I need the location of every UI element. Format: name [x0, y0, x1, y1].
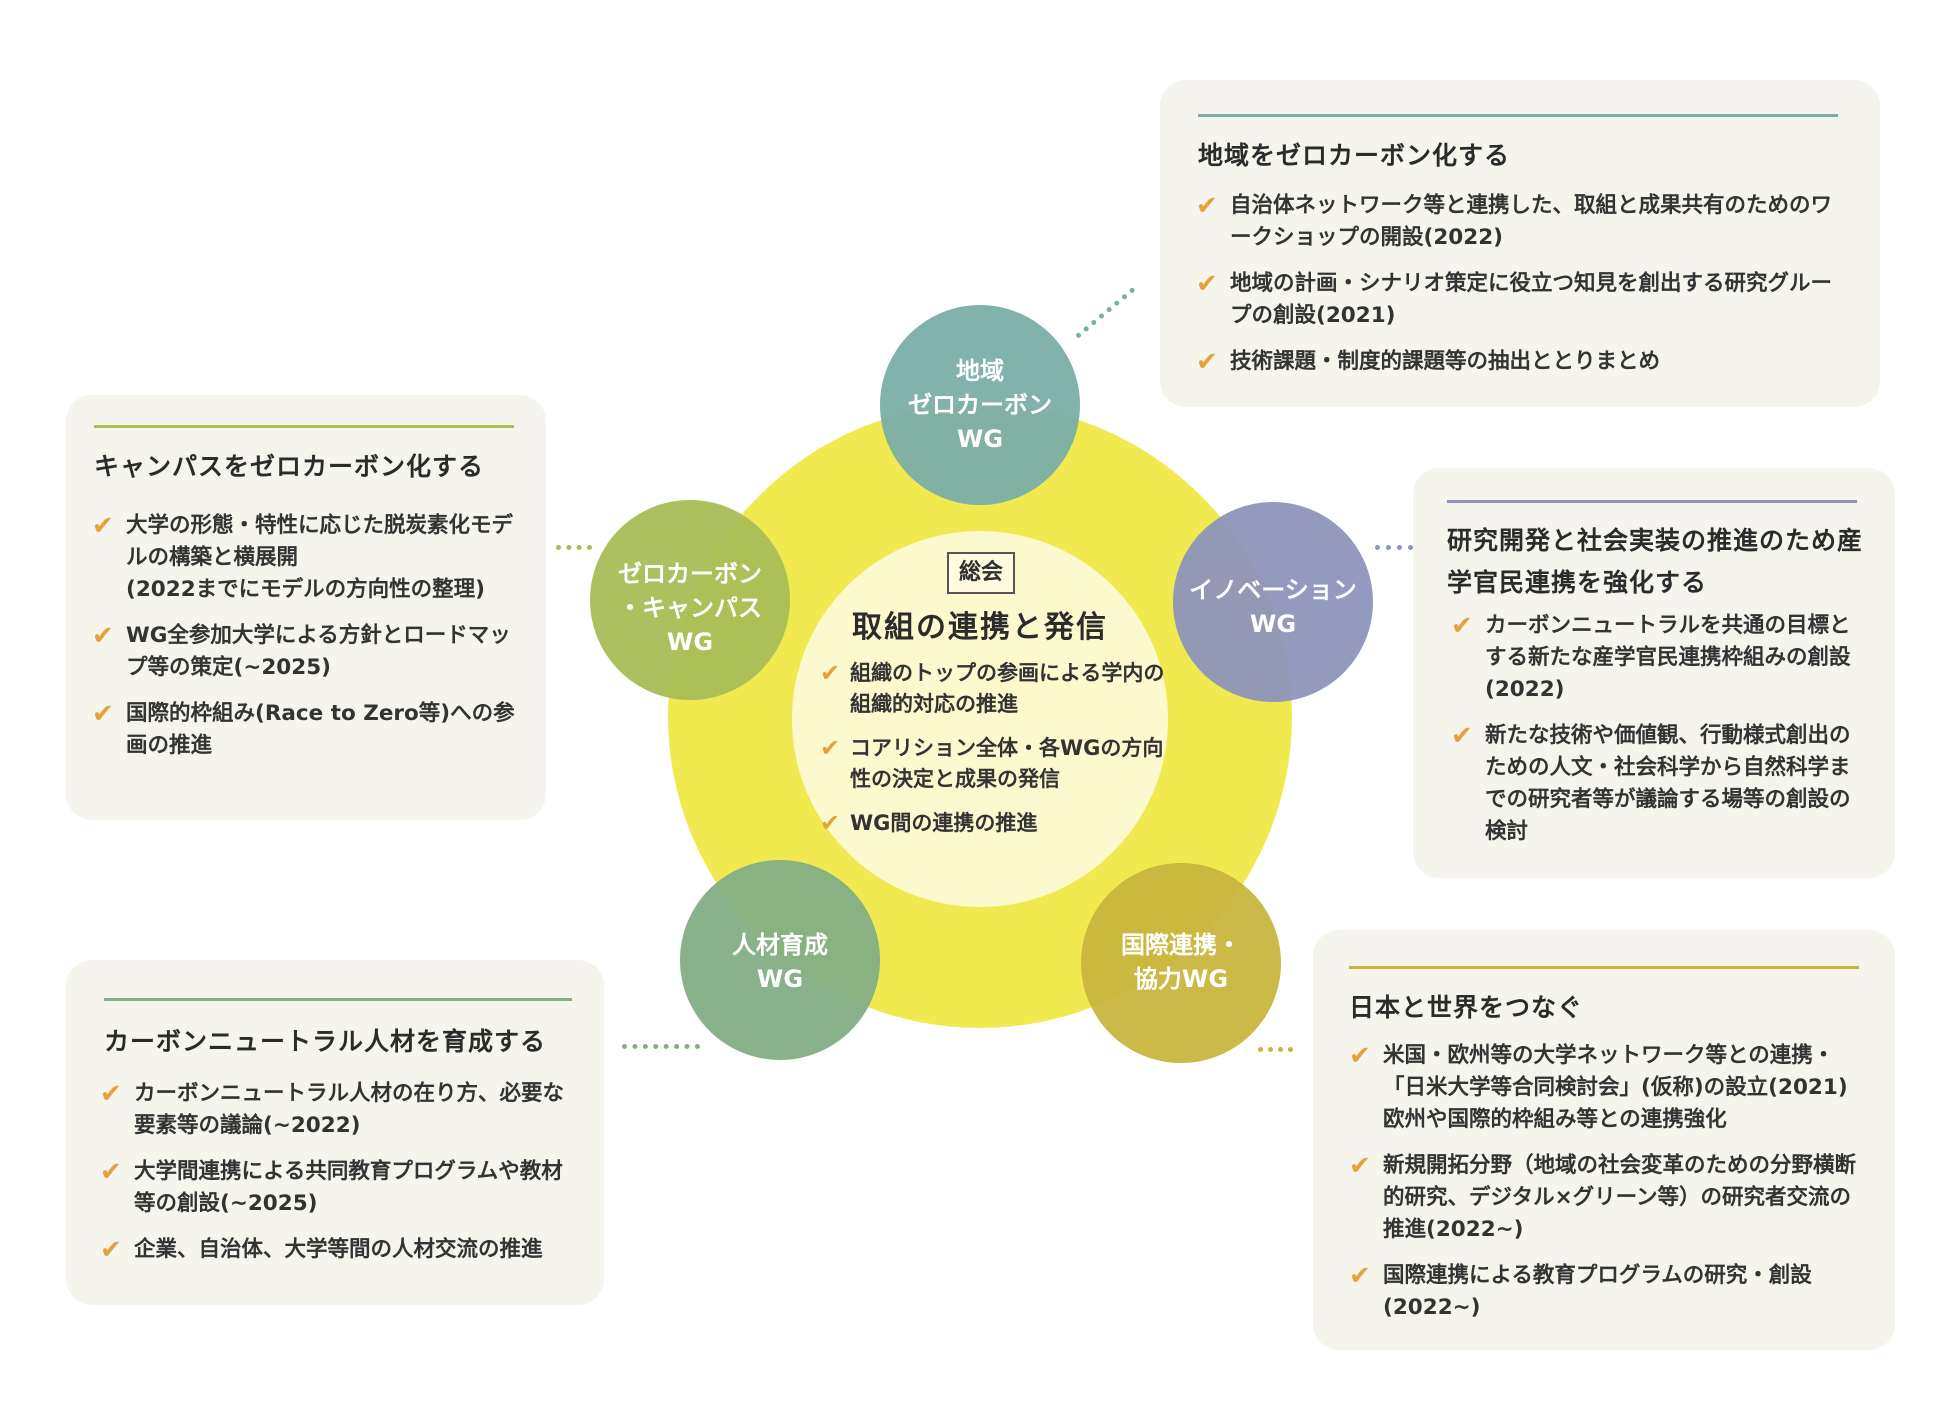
check-icon: ✔: [1196, 347, 1218, 377]
panel-rule: [1198, 114, 1838, 117]
check-icon: ✔: [1196, 269, 1218, 299]
circle-campus-wg[interactable]: [590, 500, 790, 700]
check-icon: ✔: [1451, 721, 1473, 751]
check-icon: ✔: [100, 1235, 122, 1265]
panel-rule: [104, 998, 572, 1001]
check-icon: ✔: [100, 1157, 122, 1187]
panel-list: ✔カーボンニュートラルを共通の目標とする新たな産学官民連携枠組みの創設(2022…: [1451, 610, 1861, 862]
list-item: ✔新規開拓分野（地域の社会変革のための分野横断的研究、デジタル×グリーン等）の研…: [1349, 1151, 1857, 1242]
check-icon: ✔: [92, 699, 114, 729]
check-icon: ✔: [1349, 1261, 1371, 1291]
list-item: ✔自治体ネットワーク等と連携した、取組と成果共有のためのワークショップの開設(2…: [1196, 191, 1833, 250]
list-item: ✔国際連携による教育プログラムの研究・創設(2022~): [1349, 1261, 1812, 1320]
inner-core: [792, 531, 1168, 907]
panel-campus: キャンパスをゼロカーボン化する ✔大学の形態・特性に応じた脱炭素化モデルの構築と…: [66, 395, 546, 820]
circle-talent-wg[interactable]: [680, 860, 880, 1060]
list-item: ✔米国・欧州等の大学ネットワーク等との連携・「日米大学等合同検討会」(仮称)の設…: [1349, 1041, 1848, 1132]
check-icon: ✔: [92, 511, 114, 541]
center-item: ✔WG間の連携の推進: [820, 809, 1038, 837]
list-item: ✔国際的枠組み(Race to Zero等)への参画の推進: [92, 699, 515, 758]
panel-list: ✔米国・欧州等の大学ネットワーク等との連携・「日米大学等合同検討会」(仮称)の設…: [1349, 1040, 1861, 1338]
label-regional-wg: 地域 ゼロカーボン WG: [908, 357, 1052, 453]
list-item: ✔技術課題・制度的課題等の抽出ととりまとめ: [1196, 347, 1661, 377]
connector-talent: [622, 1044, 700, 1049]
list-item: ✔大学間連携による共同教育プログラムや教材等の創設(~2025): [100, 1157, 563, 1216]
panel-rule: [1349, 966, 1859, 969]
list-item: ✔企業、自治体、大学等間の人材交流の推進: [100, 1235, 543, 1265]
connector-innovation: [1375, 545, 1413, 550]
center-title: 取組の連携と発信: [852, 610, 1108, 645]
check-icon: ✔: [1349, 1041, 1371, 1071]
list-item: ✔大学の形態・特性に応じた脱炭素化モデルの構築と横展開 (2022までにモデルの…: [92, 511, 514, 602]
check-icon: ✔: [820, 809, 841, 837]
panel-talent: カーボンニュートラル人材を育成する ✔カーボンニュートラル人材の在り方、必要な要…: [66, 960, 604, 1305]
panel-regional: 地域をゼロカーボン化する ✔自治体ネットワーク等と連携した、取組と成果共有のため…: [1160, 80, 1880, 407]
list-item: ✔カーボンニュートラル人材の在り方、必要な要素等の議論(~2022): [100, 1079, 565, 1138]
check-icon: ✔: [1451, 611, 1473, 641]
circle-international-wg[interactable]: [1081, 863, 1281, 1063]
panel-innovation: 研究開発と社会実装の推進のため産学官民連携を強化する ✔カーボンニュートラルを共…: [1413, 468, 1895, 878]
center-item: ✔組織のトップの参画による学内の組織的対応の推進: [820, 659, 1165, 716]
panel-title: 地域をゼロカーボン化する: [1198, 141, 1511, 170]
check-icon: ✔: [100, 1079, 122, 1109]
panel-title: 日本と世界をつなぐ: [1349, 993, 1584, 1022]
list-item: ✔新たな技術や価値観、行動様式創出のための人文・社会科学から自然科学までの研究者…: [1451, 721, 1851, 844]
general-assembly-badge: 総会: [947, 552, 1015, 594]
panel-title: 研究開発と社会実装の推進のため産学官民連携を強化する: [1447, 526, 1864, 597]
panel-list: ✔自治体ネットワーク等と連携した、取組と成果共有のためのワークショップの開設(2…: [1196, 190, 1846, 392]
panel-rule: [94, 425, 514, 428]
check-icon: ✔: [820, 734, 841, 762]
check-icon: ✔: [820, 659, 841, 687]
connector-international: [1258, 1047, 1293, 1052]
check-icon: ✔: [1349, 1151, 1371, 1181]
panel-title: カーボンニュートラル人材を育成する: [104, 1027, 547, 1056]
center-item: ✔コアリション全体・各WGの方向性の決定と成果の発信: [820, 734, 1164, 791]
panel-title: キャンパスをゼロカーボン化する: [94, 452, 485, 481]
circle-innovation-wg[interactable]: [1173, 502, 1373, 702]
check-icon: ✔: [92, 621, 114, 651]
panel-international: 日本と世界をつなぐ ✔米国・欧州等の大学ネットワーク等との連携・「日米大学等合同…: [1313, 930, 1895, 1350]
center-list: ✔組織のトップの参画による学内の組織的対応の推進 ✔コアリション全体・各WGの方…: [820, 658, 1180, 852]
connector-campus: [556, 545, 592, 550]
circle-regional-wg[interactable]: [880, 305, 1080, 505]
label-campus-wg: ゼロカーボン ・キャンパス WG: [618, 560, 762, 656]
label-innovation-wg: イノベーション WG: [1189, 576, 1357, 638]
panel-list: ✔カーボンニュートラル人材の在り方、必要な要素等の議論(~2022) ✔大学間連…: [100, 1078, 570, 1280]
list-item: ✔地域の計画・シナリオ策定に役立つ知見を創出する研究グループの創設(2021): [1196, 269, 1833, 328]
label-talent-wg: 人材育成 WG: [732, 931, 828, 993]
panel-list: ✔大学の形態・特性に応じた脱炭素化モデルの構築と横展開 (2022までにモデルの…: [92, 510, 522, 776]
list-item: ✔カーボンニュートラルを共通の目標とする新たな産学官民連携枠組みの創設(2022…: [1451, 611, 1851, 702]
panel-rule: [1447, 500, 1857, 503]
check-icon: ✔: [1196, 191, 1218, 221]
label-international-wg: 国際連携・ 協力WG: [1121, 931, 1241, 993]
list-item: ✔WG全参加大学による方針とロードマップ等の策定(~2025): [92, 621, 511, 680]
